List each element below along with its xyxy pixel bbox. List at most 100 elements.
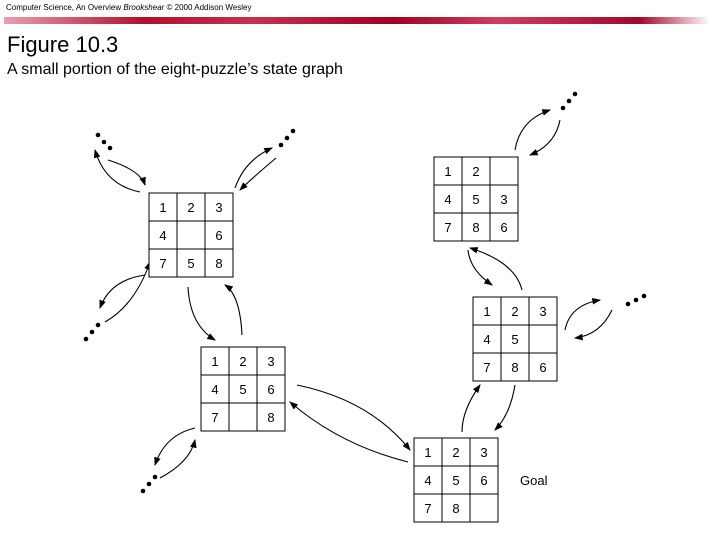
puzzle-cell [489,184,519,214]
puzzle-cell [256,374,286,404]
puzzle-tile: 3 [480,445,487,460]
puzzle-cell [461,156,491,186]
puzzle-tile: 1 [159,200,166,215]
puzzle-tile: 1 [444,164,451,179]
puzzle-tile: 8 [267,410,274,425]
puzzle-tile: 8 [452,501,459,516]
puzzle-cell [528,352,558,382]
puzzle-cell [489,156,519,186]
puzzle-cell [461,212,491,242]
puzzle-cell [176,220,206,250]
puzzle-cell [472,352,502,382]
puzzle-cell [228,374,258,404]
puzzle-tile: 8 [511,360,518,375]
goal-label: Goal [520,473,548,488]
puzzle-tile: 2 [452,445,459,460]
puzzle-cell [469,437,499,467]
puzzle-cell [433,156,463,186]
arrow [234,147,274,189]
arrow [239,157,277,191]
puzzle-tile: 7 [483,360,490,375]
arrow [514,109,552,151]
puzzle-cell [413,493,443,523]
puzzle-cell [204,248,234,278]
puzzle-cell [413,437,443,467]
arrow [107,159,146,187]
puzzle-tile: 3 [500,192,507,207]
page-subtitle: A small portion of the eight-puzzle’s st… [7,61,343,78]
arrow [154,427,196,467]
arrow [467,249,493,286]
puzzle-cell [489,212,519,242]
puzzle-cell [469,493,499,523]
puzzle-cell [441,437,471,467]
header-author: Brookshear [123,3,165,12]
puzzle-state-a: 1 2 3 4 6 7 5 8 [148,192,234,278]
puzzle-tile: 6 [267,382,274,397]
puzzle-cell [528,324,558,354]
puzzle-state-d: 1 2 3 4 5 7 8 6 [472,296,558,382]
header-credit: Computer Science, An Overview Brookshear… [6,3,251,12]
puzzle-tile: 8 [472,220,479,235]
puzzle-tile: 4 [159,228,166,243]
puzzle-tile: 3 [539,304,546,319]
arrow [573,309,613,341]
puzzle-tile: 6 [539,360,546,375]
arrow [99,274,146,310]
puzzle-cell [200,346,230,376]
puzzle-tile: 7 [211,410,218,425]
puzzle-tile: 4 [483,332,490,347]
arrow [289,401,409,463]
arrow [461,384,481,433]
puzzle-tile: 1 [424,445,431,460]
arrow [104,260,151,323]
puzzle-cell [228,402,258,432]
puzzle-tile: 2 [511,304,518,319]
arrow [494,384,516,431]
puzzle-tile: 3 [215,200,222,215]
puzzle-cell [176,248,206,278]
puzzle-tile: 2 [187,200,194,215]
puzzle-tile: 6 [215,228,222,243]
header-text: Computer Science, An Overview [6,3,124,12]
puzzle-tile: 6 [500,220,507,235]
puzzle-cell [413,465,443,495]
puzzle-tile: 8 [215,256,222,271]
puzzle-tile: 4 [211,382,218,397]
puzzle-cell [256,402,286,432]
puzzle-tile: 1 [483,304,490,319]
puzzle-tile: 5 [187,256,194,271]
puzzle-tile: 2 [239,354,246,369]
puzzle-tile: 6 [480,473,487,488]
arrow [528,119,561,156]
puzzle-state-goal: 1 2 3 4 5 6 7 8 [413,437,499,523]
header-divider [4,17,710,24]
puzzle-cell [500,296,530,326]
puzzle-cell [469,465,499,495]
continuation-dots [83,91,647,494]
puzzle-tile: 2 [472,164,479,179]
puzzle-tile: 4 [424,473,431,488]
arrow [93,148,141,193]
arrow [296,384,411,451]
puzzle-tile: 5 [239,382,246,397]
puzzle-tile: 7 [159,256,166,271]
arrow [468,247,523,291]
header-rest: © 2000 Addison Wesley [164,3,252,12]
arrow [159,438,197,479]
puzzle-tile: 7 [424,501,431,516]
puzzle-tile: 5 [511,332,518,347]
puzzle-cell [148,248,178,278]
arrow [564,298,602,331]
arrow [187,286,216,341]
puzzle-tile: 5 [452,473,459,488]
puzzle-cell [441,493,471,523]
page-title: Figure 10.3 [7,32,119,57]
puzzle-tile: 3 [267,354,274,369]
puzzle-cell [256,346,286,376]
arrow [224,284,243,336]
puzzle-tile: 4 [444,192,451,207]
